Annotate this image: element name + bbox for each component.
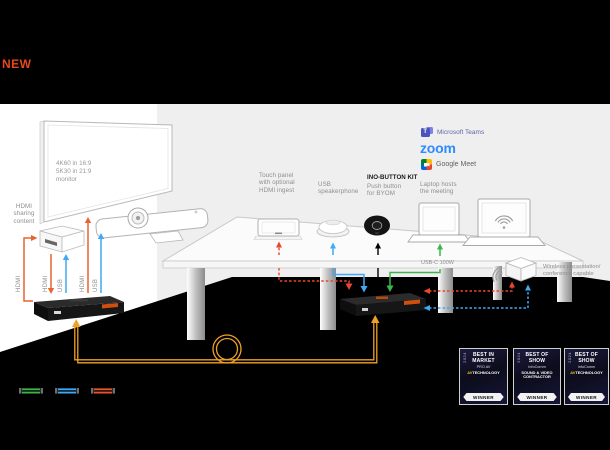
wall-monitor [39,120,173,225]
host-laptop [407,202,471,243]
caption-line: HDMI [15,203,33,210]
floor-shadow [0,277,610,450]
wifi-icon [494,215,514,225]
wireless-blue-link [423,284,531,311]
caption-line: USB [318,181,332,188]
usbc-label: USB-C 100W [420,260,454,266]
caption-line: Touch panel [259,172,294,179]
laptop-caption: Laptop hosts the meeting [420,181,457,196]
ino-button-link [375,242,381,296]
touch-panel-device [253,218,303,240]
winner-ribbon: WINNER [463,393,504,401]
legend-blue-cable-icon [55,388,79,394]
caption-line: with optional [259,179,295,187]
touch-panel-link [276,241,353,290]
laptop-usbc-link [386,243,443,292]
hdmi-sharing-caption: HDMI sharing content [8,203,40,225]
speakerphone-link [330,242,368,293]
meet-label: Google Meet [436,161,477,168]
monitor-caption-line: 5K30 in 21:9 [56,168,92,175]
caption-line: Push button [367,182,402,190]
wireless-red-link [423,281,515,294]
badge-heading: BEST IN MARKET [472,352,495,364]
teams-logo: T Microsoft Teams [421,126,484,138]
caption-line: HDMI ingest [259,186,295,194]
av-device-right [340,293,426,316]
microsoft-teams-icon: T [421,126,433,138]
caption-line: content [13,217,35,225]
caption-line: conference capable [543,271,594,278]
badge-year: 2024 [566,352,572,363]
badge-subheading: PRO AV [476,364,491,369]
caption-line: for BYOM [367,189,395,197]
av-device-left [34,296,124,321]
cable-label-hdmi: HDMI [16,275,22,292]
usb-cable-2 [97,233,105,293]
teams-label: Microsoft Teams [437,128,485,136]
badge-year: 2024 [461,352,467,363]
legend-orange-cable-icon [91,388,115,394]
legend-green-cable-icon [19,388,43,394]
google-meet-icon [421,159,432,170]
monitor-caption-line: 4K60 in 16:9 [56,160,92,167]
wireless-presenter-device [492,257,538,283]
monitor-caption: 4K60 in 16:9 5K30 in 21:9 monitor [56,160,91,184]
award-badge-best-in-market: 2024 BEST IN MARKET PRO AV AVTECHNOLOGY … [459,348,508,405]
winner-ribbon: WINNER [568,393,605,401]
badge-heading: BEST OF SHOW [525,352,549,364]
caption-line: Wireless presentation/ [543,264,601,270]
wireless-laptop [462,198,546,246]
caption-line: sharing [13,210,35,218]
usb-cable-1 [62,254,70,293]
new-badge: NEW [2,57,32,71]
wifi-waves-icon [492,266,503,283]
caption-line: speakerphone [318,188,359,196]
cable-label-usb: USB [93,278,99,292]
badge-subheading: InfoComm [577,364,596,369]
badge-brand: SOUND & VIDEO CONTRACTOR [521,369,553,380]
zoom-logo: zoom [420,140,456,156]
header-band: NEW [0,0,610,104]
badge-brand: AVTECHNOLOGY [467,369,500,375]
winner-ribbon: WINNER [517,393,557,401]
cable-label-hdmi: HDMI [43,275,49,292]
wireless-caption: Wireless presentation/ conference capabl… [543,264,609,278]
speakerphone-device [316,219,350,238]
table-legs [187,262,572,340]
caption-line: the meeting [420,188,454,196]
badge-brand: AVTECHNOLOGY [570,369,603,375]
ino-button-device [364,215,390,236]
hdmi-cable-1 [23,235,38,302]
video-bar-camera [95,207,209,244]
touch-panel-caption: Touch panel with optional HDMI ingest [259,172,295,194]
cable-label-usb: USB [58,278,64,292]
mini-pc [39,225,85,253]
hdmi-cable-3 [84,217,92,293]
cable-label-hdmi: HDMI [80,275,86,292]
award-badge-best-of-show-svc: 2024 BEST OF SHOW InfoComm SOUND & VIDEO… [513,348,561,405]
speakerphone-caption: USB speakerphone [318,181,358,196]
ino-button-title: INO-BUTTON KIT [367,174,418,181]
badge-year: 2024 [515,352,521,363]
badge-subheading: InfoComm [528,364,546,369]
hdmi-cable-2 [47,254,55,294]
caption-line: Laptop hosts [420,181,457,188]
ino-button-caption: Push button for BYOM [367,183,401,198]
main-av-cable [72,315,380,364]
table-edge [162,260,584,269]
monitor-caption-line: monitor [56,176,77,183]
badge-heading: BEST OF SHOW [574,352,599,364]
meet-logo: Google Meet [421,159,476,170]
award-badge-best-of-show-avt: 2024 BEST OF SHOW InfoComm AVTECHNOLOGY … [564,348,609,405]
